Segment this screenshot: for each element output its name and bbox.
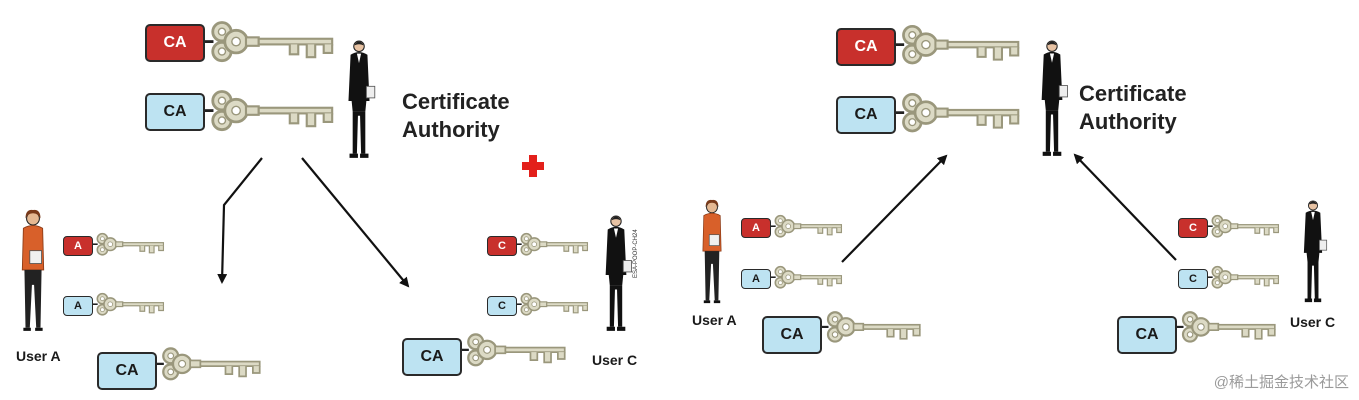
key-icon: [92, 232, 165, 256]
ca-title-line1: Certificate: [402, 89, 510, 114]
right-diagram: CA CA Certificate Authority A A User A C…: [680, 0, 1359, 400]
person-icon: [702, 199, 722, 304]
key-icon: [460, 333, 566, 367]
ca-private-key-tag: CA: [836, 28, 896, 66]
person-icon: [1041, 40, 1069, 157]
key-icon: [770, 214, 843, 238]
user-a-ca-key-tag: CA: [762, 316, 822, 354]
key-icon: [1175, 311, 1276, 343]
user-c-public-key-tag: C: [1178, 269, 1208, 289]
key-icon: [203, 21, 334, 63]
person-icon: [21, 209, 45, 332]
ca-title: Certificate Authority: [402, 88, 510, 144]
key-icon: [770, 265, 843, 289]
user-c-private-key-tag: C: [487, 236, 517, 256]
person-icon: [1303, 200, 1328, 303]
key-icon: [92, 292, 165, 316]
user-a-private-key-tag: A: [741, 218, 771, 238]
key-icon: [894, 24, 1020, 65]
user-c-ca-key-tag: CA: [1117, 316, 1177, 354]
key-icon: [516, 232, 589, 256]
figure-code: ESA-POOP-CH24: [633, 229, 639, 278]
key-icon: [820, 311, 921, 343]
user-a-ca-key-tag: CA: [97, 352, 157, 390]
user-c-label: User C: [592, 352, 638, 368]
user-a-public-key-tag: A: [741, 269, 771, 289]
ca-title: Certificate Authority: [1079, 80, 1187, 136]
ca-title-line2: Authority: [1079, 109, 1177, 134]
plus-icon: [522, 155, 544, 177]
user-a-label: User A: [692, 312, 737, 328]
key-icon: [894, 92, 1020, 133]
ca-private-key-tag: CA: [145, 24, 205, 62]
user-c-private-key-tag: C: [1178, 218, 1208, 238]
ca-public-key-tag: CA: [836, 96, 896, 134]
user-c-label: User C: [1290, 314, 1336, 330]
watermark: @稀土掘金技术社区: [1213, 374, 1349, 391]
left-diagram: CA CA Certificate Authority A A User A C…: [0, 0, 660, 400]
key-icon: [516, 292, 589, 316]
person-icon: [605, 215, 633, 332]
user-a-label: User A: [16, 348, 61, 364]
user-c-public-key-tag: C: [487, 296, 517, 316]
ca-title-line2: Authority: [402, 117, 500, 142]
user-a-public-key-tag: A: [63, 296, 93, 316]
key-icon: [1207, 214, 1280, 238]
ca-public-key-tag: CA: [145, 93, 205, 131]
key-icon: [1207, 265, 1280, 289]
ca-title-line1: Certificate: [1079, 81, 1187, 106]
person-icon: [347, 40, 376, 159]
key-icon: [203, 90, 334, 132]
user-c-ca-key-tag: CA: [402, 338, 462, 376]
key-icon: [155, 347, 261, 381]
user-a-private-key-tag: A: [63, 236, 93, 256]
